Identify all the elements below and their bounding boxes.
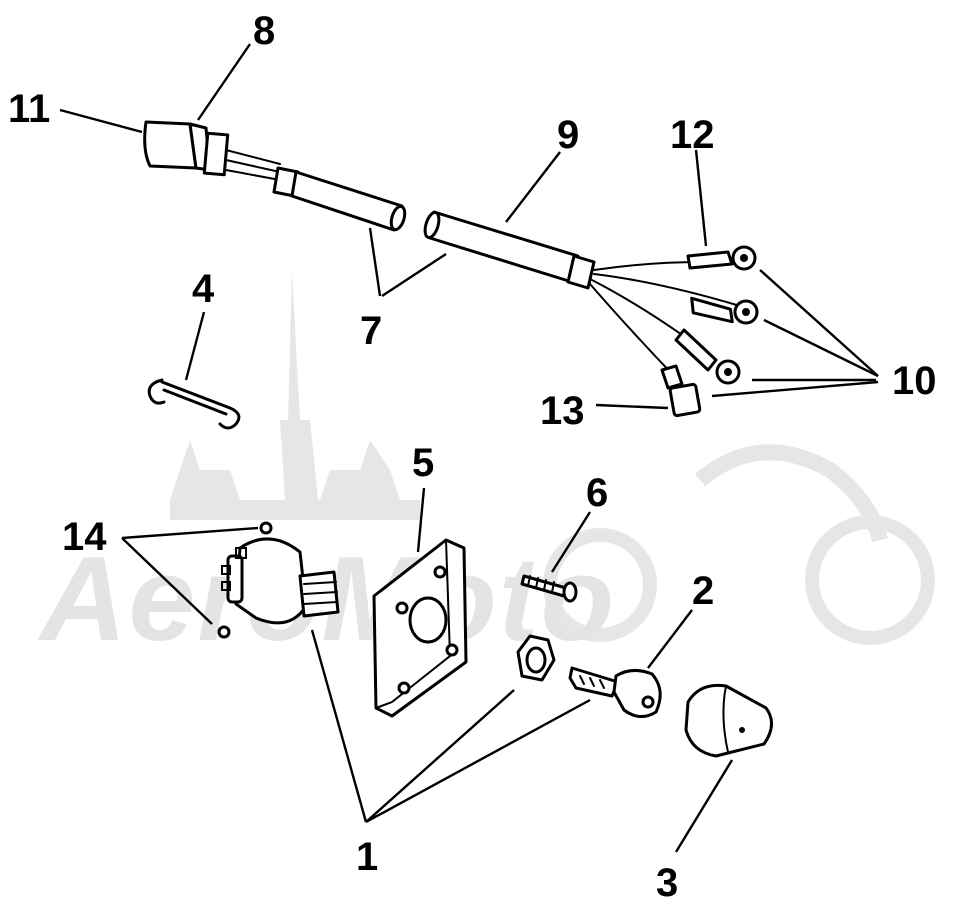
callout-7: 7 xyxy=(360,309,382,353)
callout-1: 1 xyxy=(356,835,378,879)
mounting-plate-part xyxy=(372,538,468,718)
callout-9: 9 xyxy=(557,113,579,157)
callout-4: 4 xyxy=(192,267,215,311)
callout-3: 3 xyxy=(656,861,678,905)
callouts: 8 11 9 12 7 4 10 13 5 6 14 2 1 3 xyxy=(8,9,937,905)
screw-part xyxy=(520,574,578,603)
connector-part xyxy=(143,120,407,232)
harness-part xyxy=(423,210,759,418)
callout-5: 5 xyxy=(412,441,434,485)
callout-2: 2 xyxy=(692,569,714,613)
watermark-cathedral-icon xyxy=(170,270,420,520)
retainer-clip-part xyxy=(147,378,241,430)
boot-part xyxy=(684,683,773,758)
hex-nut-part xyxy=(516,634,556,682)
watermark: AeroMoto xyxy=(37,270,935,666)
callout-10: 10 xyxy=(892,359,937,403)
callout-6: 6 xyxy=(586,471,608,515)
ignition-switch-part xyxy=(217,521,340,639)
callout-14: 14 xyxy=(62,515,107,559)
leader-lines xyxy=(59,43,879,853)
callout-8: 8 xyxy=(253,9,275,53)
key-part xyxy=(568,666,662,718)
callout-13: 13 xyxy=(540,389,585,433)
callout-12: 12 xyxy=(670,113,715,157)
callout-11: 11 xyxy=(8,87,50,131)
